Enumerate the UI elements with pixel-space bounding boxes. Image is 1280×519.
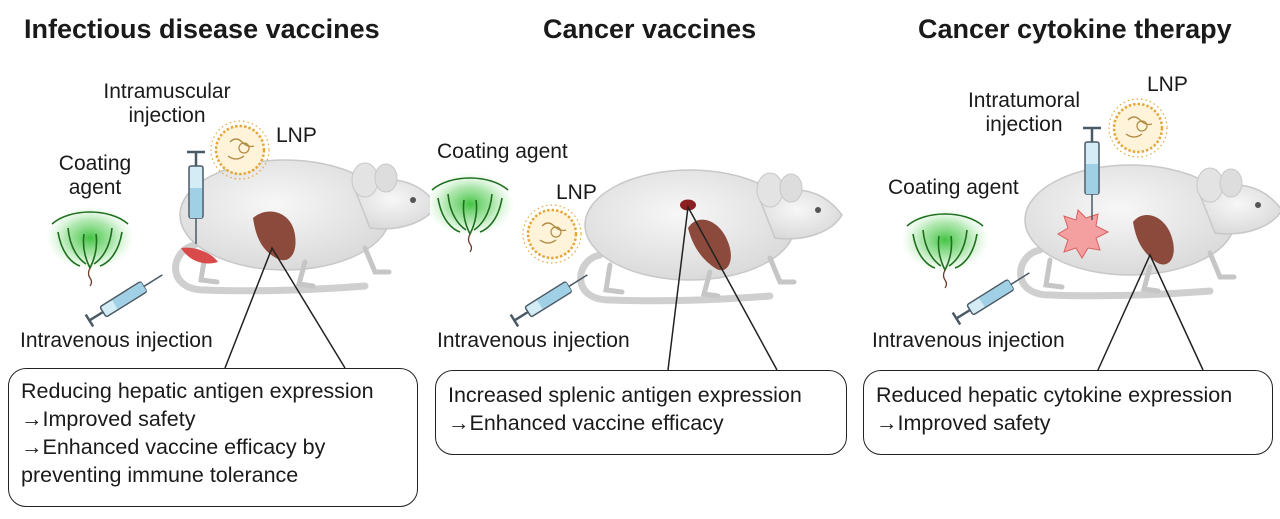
mouse-icon: [176, 160, 430, 291]
lnp-particle-icon: [209, 119, 271, 181]
tumor-icon: [1057, 208, 1110, 259]
liver-icon: [1133, 215, 1174, 265]
outcome-line: →Improved safety: [21, 407, 196, 431]
panel-cancer-vaccines: Cancer vaccines Coating agent LNP Intrav…: [430, 0, 850, 519]
outcome-box: Reduced hepatic cytokine expression →Imp…: [863, 370, 1273, 455]
lnp-label: LNP: [1147, 73, 1188, 96]
callout-lines: [224, 246, 346, 369]
coating-agent-icon: [45, 205, 135, 287]
panel-cancer-cytokine-therapy: Cancer cytokine therapy Intratumoral inj…: [850, 0, 1280, 519]
outcome-line: Reduced hepatic cytokine expression: [876, 383, 1233, 407]
outcome-line: →Enhanced vaccine efficacy by: [21, 435, 326, 459]
outcome-line: →Enhanced vaccine efficacy: [448, 411, 724, 435]
coating-agent-label: Coating agent: [437, 140, 568, 163]
lnp-particle-icon: [521, 203, 583, 265]
iv-injection-label: Intravenous injection: [20, 329, 213, 352]
panel-title: Cancer vaccines: [543, 14, 757, 44]
panel-infectious-disease-vaccines: Infectious disease vaccines Intramuscula…: [0, 0, 430, 519]
iv-injection-label: Intravenous injection: [437, 329, 630, 352]
spleen-icon: [680, 199, 696, 211]
panel-title: Cancer cytokine therapy: [918, 14, 1232, 44]
outcome-box: Reducing hepatic antigen expression →Imp…: [8, 368, 418, 507]
outcome-box: Increased splenic antigen expression →En…: [435, 370, 847, 455]
outcome-line: Increased splenic antigen expression: [448, 383, 802, 407]
panel-1-illustration: [45, 119, 430, 369]
coating-agent-icon: [900, 207, 990, 289]
coating-label-line-2: agent: [68, 176, 122, 199]
callout-lines: [667, 204, 778, 371]
injection-label-line-1: Intramuscular: [103, 80, 231, 103]
coating-agent-icon: [430, 171, 515, 253]
injection-label-line-2: injection: [985, 113, 1063, 136]
coating-label-line-1: Coating: [58, 152, 132, 175]
coating-agent-label: Coating agent: [888, 176, 1019, 199]
muscle-icon: [181, 247, 218, 264]
injection-label: Intratumoral injection: [954, 89, 1094, 137]
outcome-line: preventing immune tolerance: [21, 463, 299, 487]
coating-agent-label: Coating agent: [40, 152, 150, 200]
outcome-line: →Improved safety: [876, 411, 1051, 435]
callout-lines: [1097, 253, 1204, 371]
injection-label: Intramuscular injection: [92, 80, 242, 128]
lnp-particle-icon: [1107, 97, 1169, 159]
lnp-label: LNP: [276, 124, 317, 147]
outcome-line: Reducing hepatic antigen expression: [21, 379, 374, 403]
panel-title: Infectious disease vaccines: [24, 14, 380, 44]
iv-syringe-icon: [84, 267, 168, 328]
panel-3-illustration: [900, 97, 1280, 371]
lnp-label: LNP: [556, 181, 597, 204]
iv-injection-label: Intravenous injection: [872, 329, 1065, 352]
injection-label-line-2: injection: [128, 104, 206, 127]
liver-icon: [253, 211, 296, 261]
panel-2-illustration: [430, 0, 850, 371]
injection-label-line-1: Intratumoral: [967, 89, 1081, 112]
